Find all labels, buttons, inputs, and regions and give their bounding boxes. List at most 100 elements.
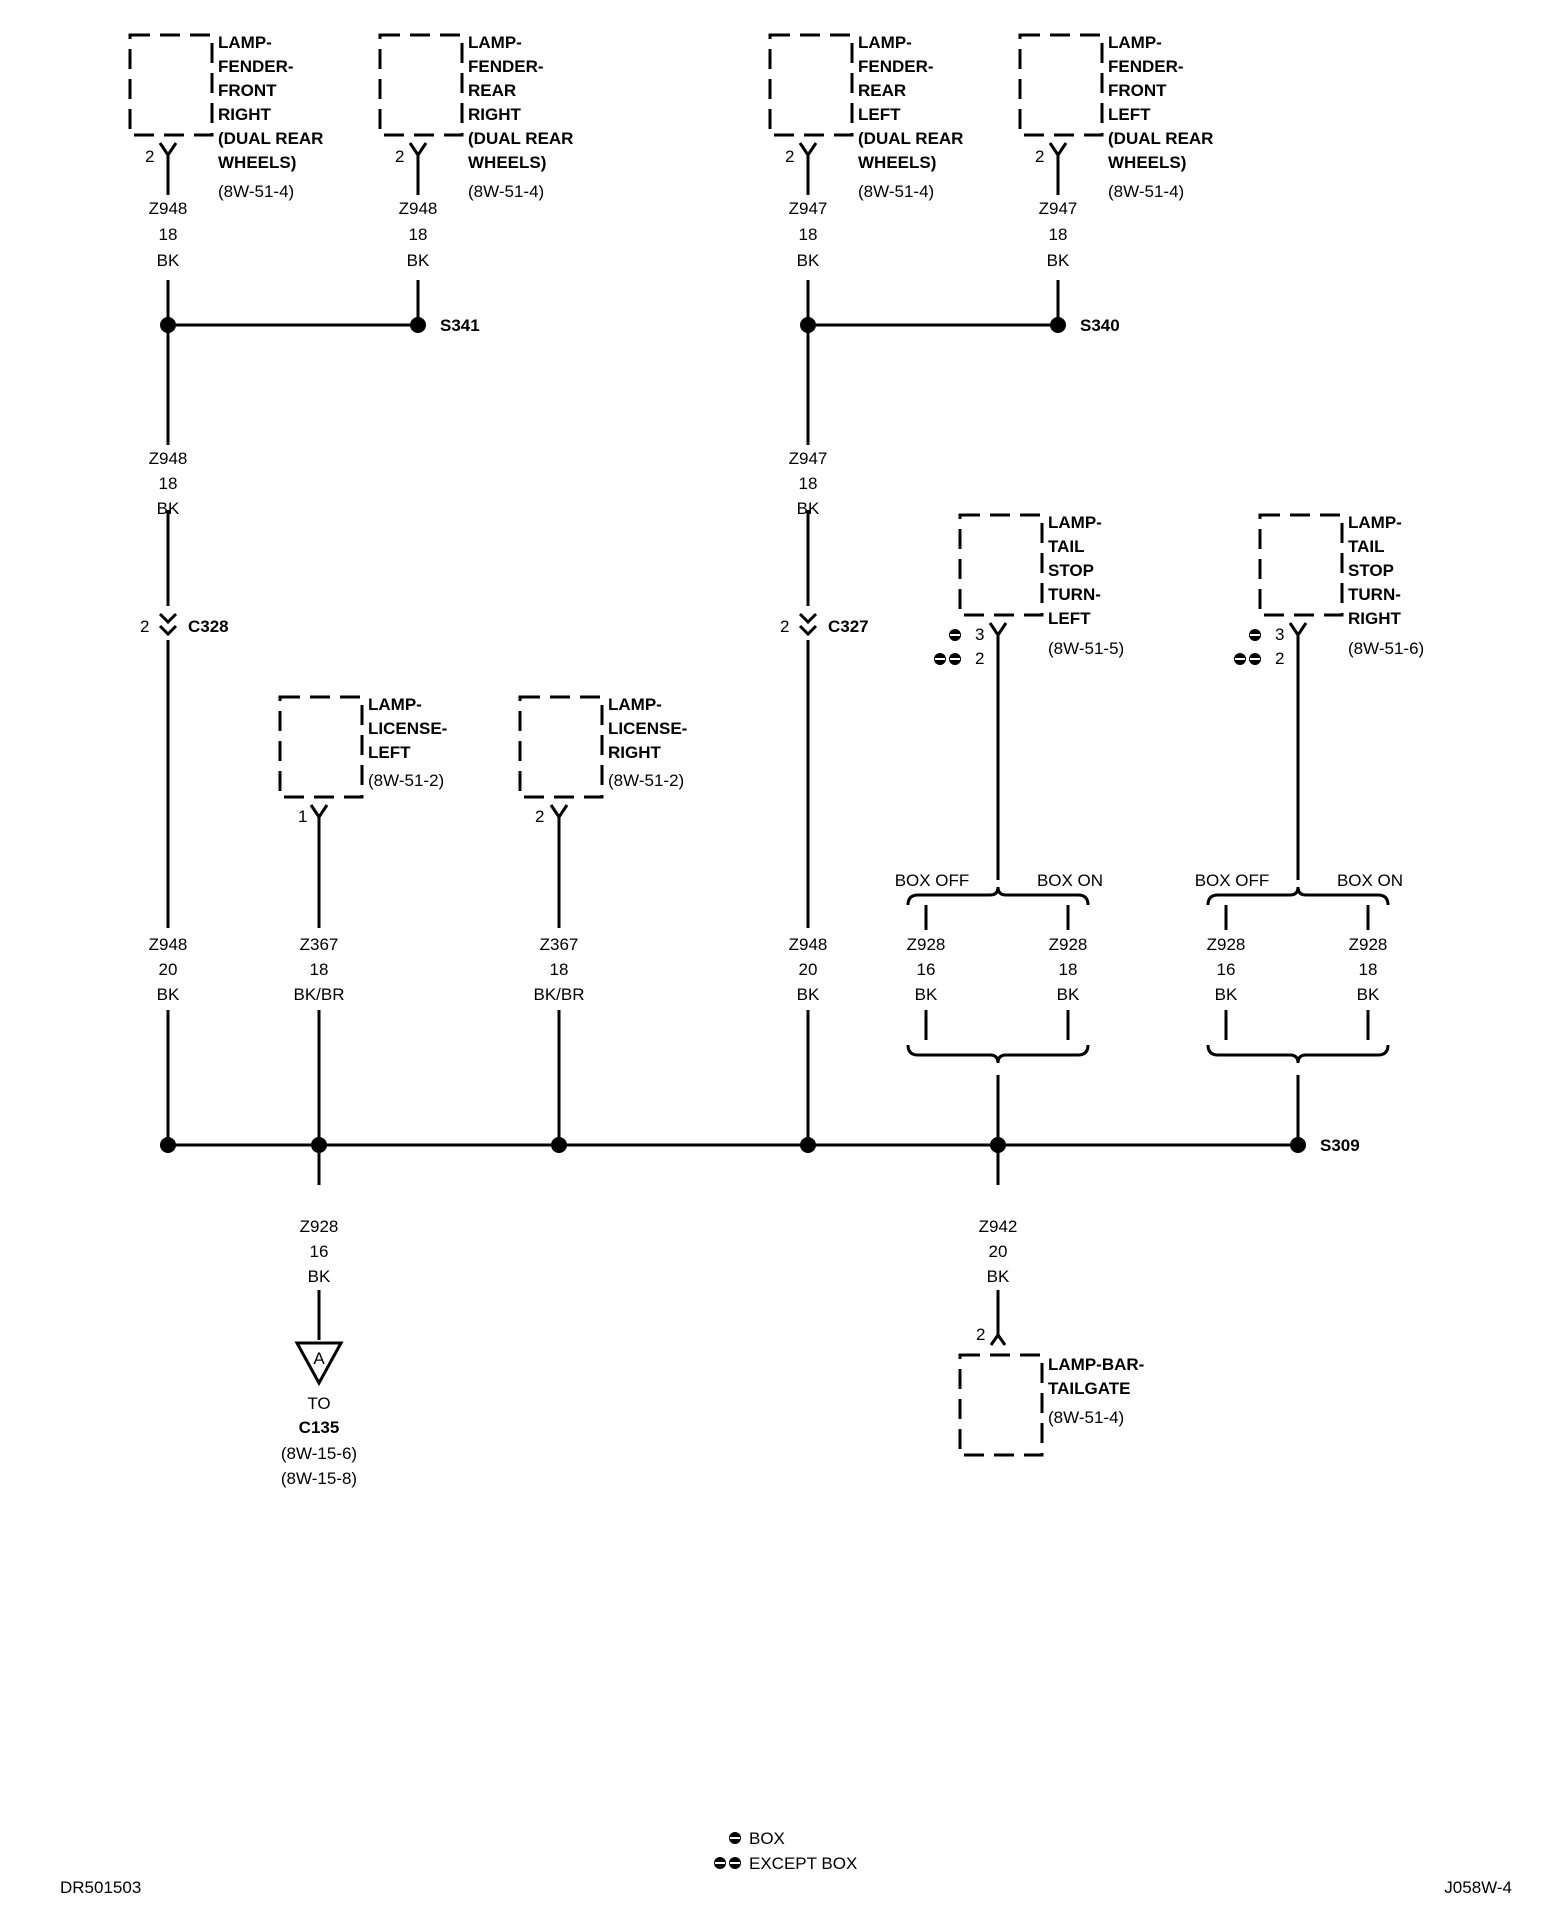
lamp-fender-rear-right-box [378,33,464,137]
svg-text:(8W-51-4): (8W-51-4) [1048,1408,1124,1427]
svg-text:Z947: Z947 [1039,199,1078,218]
svg-text:WHEELS): WHEELS) [218,153,296,172]
svg-text:Z948: Z948 [149,199,188,218]
lamp-fender-rear-left-label: LAMP- FENDER- REAR LEFT (DUAL REAR WHEEL… [858,33,963,201]
svg-text:(DUAL REAR: (DUAL REAR [218,129,323,148]
legend: BOX EXCEPT BOX [714,1829,857,1873]
figure-code-right: J058W-4 [1444,1878,1512,1897]
svg-text:BK: BK [797,499,820,518]
svg-text:Z928: Z928 [1207,935,1246,954]
svg-text:FENDER-: FENDER- [218,57,294,76]
wire-label-w6: Z947 18 BK [789,449,828,518]
svg-text:TURN-: TURN- [1048,585,1101,604]
svg-text:16: 16 [917,960,936,979]
pin-number: 3 [975,625,984,644]
svg-text:TO: TO [307,1394,330,1413]
svg-text:BK: BK [157,499,180,518]
lamp-license-left-box [278,695,364,799]
inline-connector-symbols [158,612,818,637]
svg-text:LAMP-: LAMP- [608,695,662,714]
option-brackets [906,886,1390,1064]
box-on-label: BOX ON [1337,871,1403,890]
svg-text:WHEELS): WHEELS) [1108,153,1186,172]
svg-text:Z948: Z948 [149,935,188,954]
wire-label-w12: Z928 18 BK [1049,935,1088,1004]
svg-text:BK: BK [987,1267,1010,1286]
svg-text:FENDER-: FENDER- [1108,57,1184,76]
svg-text:Z947: Z947 [789,199,828,218]
svg-text:RIGHT: RIGHT [468,105,522,124]
wire-label-w3: Z947 18 BK [789,199,828,270]
pin-number: 2 [140,617,149,636]
lamp-fender-front-left-label: LAMP- FENDER- FRONT LEFT (DUAL REAR WHEE… [1108,33,1213,201]
svg-text:18: 18 [1059,960,1078,979]
svg-text:RIGHT: RIGHT [1348,609,1402,628]
svg-text:18: 18 [1049,225,1068,244]
offpage-connector-icon [294,1341,344,1387]
svg-text:Z928: Z928 [907,935,946,954]
svg-text:FRONT: FRONT [1108,81,1167,100]
svg-text:Z947: Z947 [789,449,828,468]
pin-number: 2 [1035,147,1044,166]
svg-text:LAMP-: LAMP- [468,33,522,52]
wire-label-w2: Z948 18 BK [399,199,438,270]
splice-dots [160,317,1306,1153]
svg-text:TAIL: TAIL [1348,537,1385,556]
svg-text:WHEELS): WHEELS) [468,153,546,172]
svg-text:TAIL: TAIL [1048,537,1085,556]
svg-text:(DUAL REAR: (DUAL REAR [468,129,573,148]
svg-text:LAMP-: LAMP- [1348,513,1402,532]
figure-code-left: DR501503 [60,1878,141,1897]
svg-text:RIGHT: RIGHT [218,105,272,124]
pin-number: 2 [535,807,544,826]
svg-text:FRONT: FRONT [218,81,277,100]
pin-number: 2 [145,147,154,166]
lamp-fender-front-right-box [128,33,214,137]
svg-text:LEFT: LEFT [858,105,901,124]
wire-label-w5: Z948 18 BK [149,449,188,518]
svg-text:Z948: Z948 [399,199,438,218]
svg-text:BK: BK [1215,985,1238,1004]
svg-text:(8W-15-8): (8W-15-8) [281,1469,357,1488]
svg-text:LAMP-: LAMP- [368,695,422,714]
lamp-tail-right-box [1258,513,1344,617]
lamp-fender-rear-left-box [768,33,854,137]
svg-text:20: 20 [989,1242,1008,1261]
svg-text:(8W-51-6): (8W-51-6) [1348,639,1424,658]
svg-text:18: 18 [159,474,178,493]
wire-label-w1: Z948 18 BK [149,199,188,270]
svg-text:18: 18 [159,225,178,244]
legend-except-box-label: EXCEPT BOX [749,1854,857,1873]
svg-text:LEFT: LEFT [1108,105,1151,124]
svg-text:LICENSE-: LICENSE- [368,719,447,738]
wire-label-w4: Z947 18 BK [1039,199,1078,270]
wire-label-w8: Z367 18 BK/BR [293,935,344,1004]
svg-text:REAR: REAR [858,81,906,100]
connector-c327-label: C327 [828,617,869,636]
svg-text:RIGHT: RIGHT [608,743,662,762]
svg-text:FENDER-: FENDER- [858,57,934,76]
svg-text:BK: BK [1047,251,1070,270]
splice-s309-label: S309 [1320,1136,1360,1155]
svg-text:LAMP-: LAMP- [1048,513,1102,532]
svg-text:REAR: REAR [468,81,516,100]
svg-text:WHEELS): WHEELS) [858,153,936,172]
svg-text:STOP: STOP [1048,561,1094,580]
lamp-tail-left-box [958,513,1044,617]
svg-text:Z948: Z948 [789,935,828,954]
pin-number: 2 [780,617,789,636]
connector-c328-label: C328 [188,617,229,636]
svg-text:BK: BK [407,251,430,270]
svg-text:(8W-51-4): (8W-51-4) [858,182,934,201]
svg-text:20: 20 [799,960,818,979]
svg-text:18: 18 [1359,960,1378,979]
wire-label-w7: Z948 20 BK [149,935,188,1004]
svg-text:18: 18 [409,225,428,244]
svg-text:LEFT: LEFT [1048,609,1091,628]
svg-text:LICENSE-: LICENSE- [608,719,687,738]
svg-text:LAMP-: LAMP- [218,33,272,52]
svg-text:(8W-51-4): (8W-51-4) [1108,182,1184,201]
svg-text:TAILGATE: TAILGATE [1048,1379,1130,1398]
splice-s341-label: S341 [440,316,480,335]
